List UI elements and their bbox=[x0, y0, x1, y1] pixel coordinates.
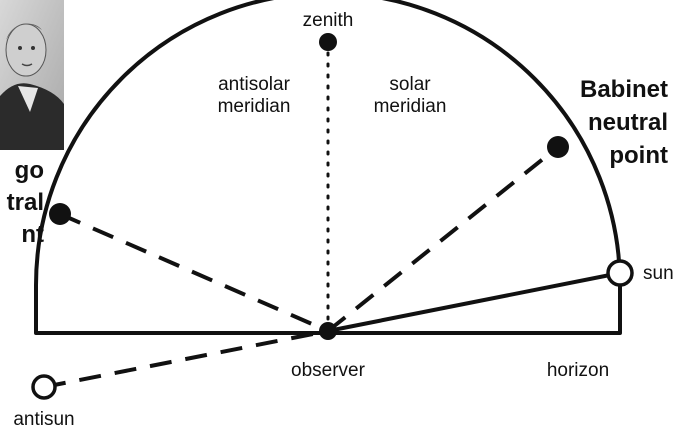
arago-label-line1: go bbox=[15, 157, 44, 184]
babinet-dashed-line bbox=[326, 145, 560, 333]
arago-label-line3: nt bbox=[21, 221, 44, 248]
antisun-label: antisun bbox=[13, 409, 74, 430]
babinet-label-line2: neutral bbox=[588, 109, 668, 136]
antisun-point bbox=[31, 374, 57, 400]
sun-solid-line bbox=[327, 271, 621, 333]
arago-label-line2: tral bbox=[7, 189, 44, 216]
sun-label: sun bbox=[643, 263, 674, 284]
observer-point bbox=[319, 322, 337, 340]
solar-meridian-label-line2: meridian bbox=[374, 96, 447, 117]
babinet-label-line3: point bbox=[609, 142, 668, 169]
zenith-point bbox=[319, 33, 337, 51]
babinet-label-line1: Babinet bbox=[580, 76, 668, 103]
arago-dashed-line bbox=[59, 212, 329, 333]
antisolar-meridian-label-line1: antisolar bbox=[218, 74, 290, 95]
arago-point bbox=[49, 203, 71, 225]
observer-label: observer bbox=[291, 360, 366, 381]
babinet-point bbox=[547, 136, 569, 158]
portrait-photo bbox=[0, 0, 64, 150]
portrait-image bbox=[0, 0, 64, 150]
zenith-label: zenith bbox=[303, 10, 354, 31]
sun-point bbox=[606, 259, 634, 287]
solar-meridian-label-line1: solar bbox=[389, 74, 431, 95]
sky-dome-outline bbox=[34, 0, 622, 335]
horizon-label: horizon bbox=[547, 360, 609, 381]
antisun-dashed-line bbox=[43, 329, 329, 389]
antisolar-meridian-label-line2: meridian bbox=[218, 96, 291, 117]
